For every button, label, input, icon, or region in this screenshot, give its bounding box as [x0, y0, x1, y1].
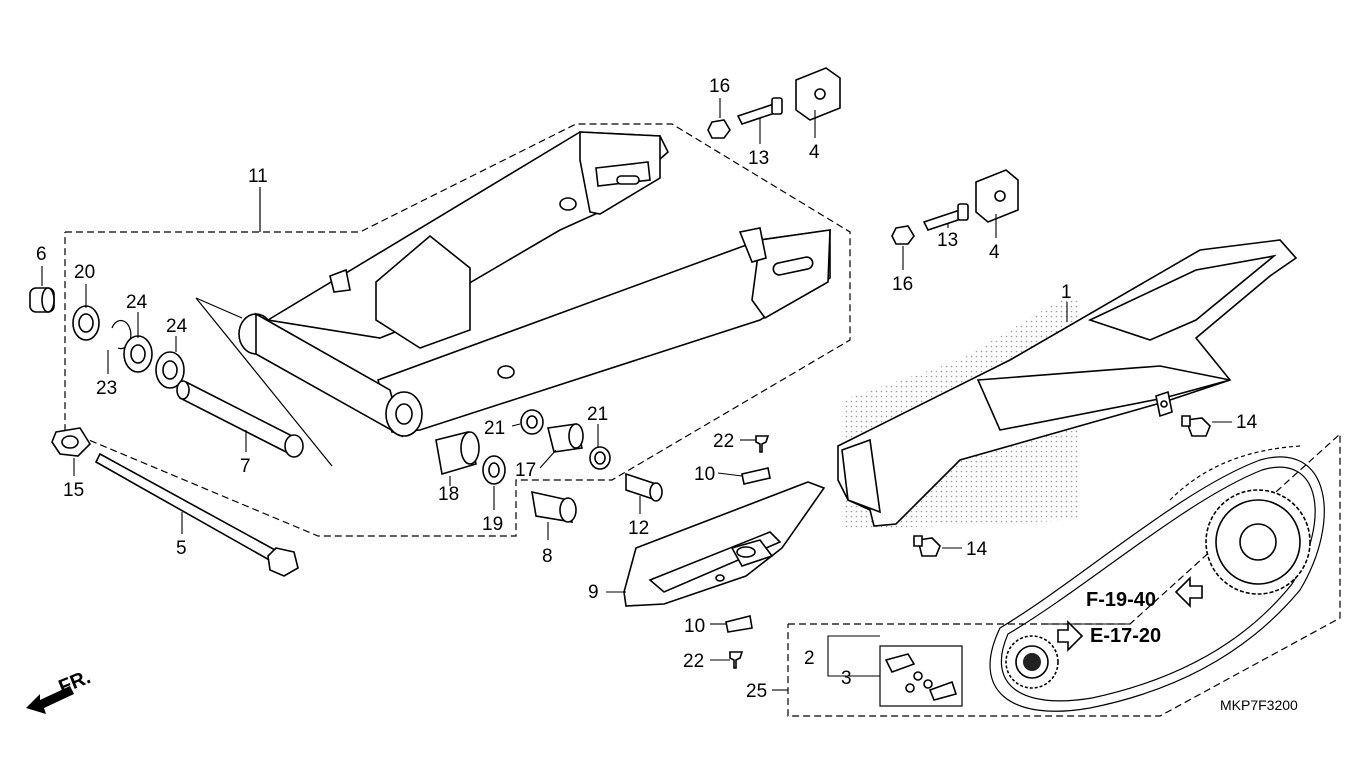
callout-13b: 13 [937, 230, 958, 251]
callout-9: 9 [588, 582, 599, 603]
top-hardware [707, 67, 1019, 245]
collar-12 [625, 472, 663, 502]
screw-22a [755, 435, 770, 453]
callout-24b: 24 [166, 316, 188, 337]
bushings [435, 409, 663, 523]
collar-6 [29, 287, 55, 313]
callout-19: 19 [482, 514, 503, 535]
callout-labels: 1 2 3 4 4 5 6 7 8 9 10 10 11 12 13 13 14… [36, 76, 1258, 702]
front-label: FR. [56, 666, 94, 698]
clip-nut-10b [725, 615, 753, 633]
needle-bearing-17 [547, 423, 584, 453]
callout-24a: 24 [126, 292, 148, 313]
pivot-bolt-5 [94, 452, 299, 577]
bolt-13a [736, 97, 783, 125]
callout-16a: 16 [709, 76, 730, 97]
bolt-14a [1181, 415, 1211, 437]
callout-17: 17 [515, 460, 536, 481]
bearing-24b [155, 351, 185, 389]
ref-e-17-20: E-17-20 [1090, 625, 1161, 647]
callout-21b: 21 [587, 404, 608, 425]
clip-nut-10a [741, 467, 771, 485]
callout-8: 8 [542, 546, 553, 567]
callout-6: 6 [36, 244, 47, 265]
callout-14b: 14 [966, 539, 988, 560]
bearing-24a [123, 335, 153, 373]
callout-10a: 10 [694, 464, 715, 485]
callout-22b: 22 [683, 651, 704, 672]
bolt-14b [913, 535, 941, 557]
callout-25: 25 [746, 681, 767, 702]
callout-16b: 16 [892, 274, 913, 295]
pivot-collar-7 [176, 380, 304, 458]
bolt-13b [922, 203, 969, 231]
dust-seal-21a [520, 409, 544, 435]
collar-8 [531, 490, 577, 523]
callout-4b: 4 [989, 242, 1000, 263]
front-arrow-icon [26, 686, 74, 714]
callout-13a: 13 [748, 148, 769, 169]
callout-3: 3 [841, 668, 852, 689]
chain-case-1 [837, 239, 1298, 530]
adjuster-plate-4b [975, 169, 1019, 223]
swingarm [238, 131, 831, 438]
callout-22a: 22 [713, 431, 734, 452]
callout-15: 15 [63, 480, 84, 501]
sprocket-front [1005, 635, 1059, 689]
callout-5: 5 [176, 538, 187, 559]
ref-arrow-e [1057, 620, 1084, 652]
leader-lines [41, 98, 1232, 691]
callout-21a: 21 [484, 418, 505, 439]
callout-14a: 14 [1236, 412, 1258, 433]
callout-4a: 4 [809, 142, 820, 163]
swingarm-assembly-boundary [64, 123, 851, 537]
ref-arrow-f [1174, 576, 1203, 608]
screw-22b [729, 651, 744, 669]
callout-20: 20 [74, 262, 95, 283]
callout-18: 18 [438, 484, 459, 505]
ref-f-19-40: F-19-40 [1086, 589, 1156, 611]
needle-bearing-18 [435, 431, 480, 476]
callout-7: 7 [240, 456, 251, 477]
sprocket-rear [1205, 489, 1311, 595]
callout-1: 1 [1061, 282, 1072, 303]
callout-12: 12 [628, 518, 649, 539]
dust-seal-20 [72, 305, 100, 341]
chain-kit-boundary [787, 432, 1341, 717]
diagram-code: MKP7F3200 [1220, 697, 1298, 713]
callout-11: 11 [248, 166, 268, 187]
adjuster-plate-4a [795, 67, 841, 121]
dust-seal-19 [482, 455, 506, 485]
nut-16b [891, 225, 915, 245]
dust-seal-21b [589, 446, 611, 470]
callout-10b: 10 [684, 616, 705, 637]
pivot-nut-15 [51, 427, 92, 457]
callout-23: 23 [96, 378, 117, 399]
chain-joint-3 [879, 645, 963, 707]
pivot-hardware [29, 287, 304, 577]
nut-16a [707, 119, 731, 139]
callout-2: 2 [804, 648, 815, 669]
chain-slider-9 [623, 481, 826, 607]
